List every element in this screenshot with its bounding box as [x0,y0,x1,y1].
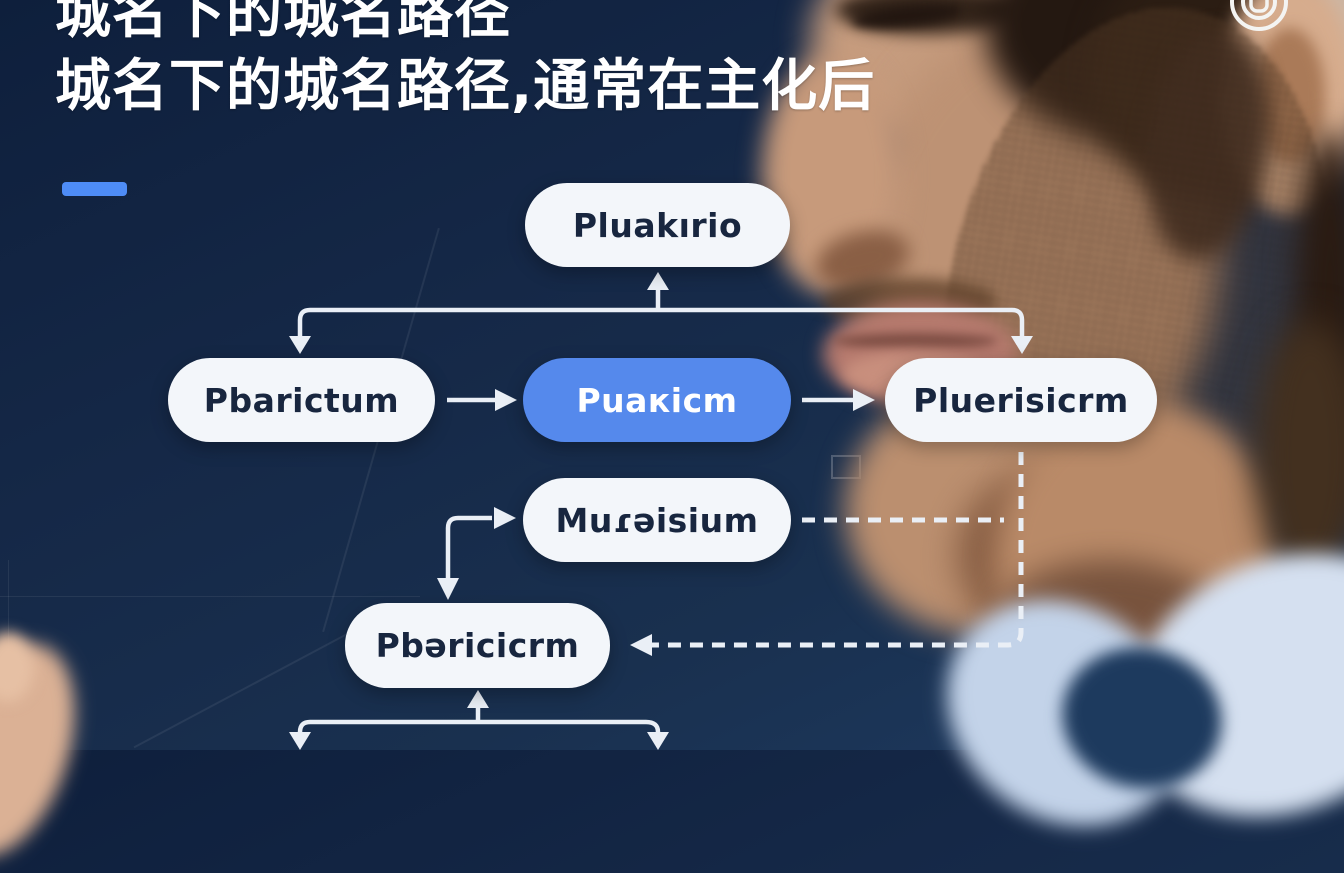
connector-bottom-bracket [297,719,661,734]
node-label: Muɾəisium [555,500,759,540]
flowchart-node-mid: Muɾəisium [523,478,791,562]
node-label: Pluerisicrm [913,380,1129,420]
concentric-circles-icon [1230,0,1288,31]
connector-elbow [445,515,492,578]
flowchart-node-left: Pbarictum [168,358,435,442]
headline-line2: 城名下的城名路径,通常在主化后 [55,53,876,119]
headline: 城名下的城名路径 城名下的城名路径,通常在主化后 [55,0,875,124]
flowchart-node-bottom: Pbəricicrm [345,603,610,688]
node-label: Pbarictum [203,380,400,420]
headline-line1: 城名下的城名路径 [55,0,511,46]
accent-bar [62,182,127,196]
node-label: Pbəricicrm [375,626,580,665]
flowchart-node-top: Pluakırio [525,183,790,267]
node-label: Puaкicm [576,380,738,420]
flowchart-node-right: Pluerisicrm [885,358,1157,442]
connector-top-bracket [297,307,1025,338]
node-label: Pluakırio [572,205,743,245]
flowchart-node-center-highlighted: Puaкicm [523,358,791,442]
